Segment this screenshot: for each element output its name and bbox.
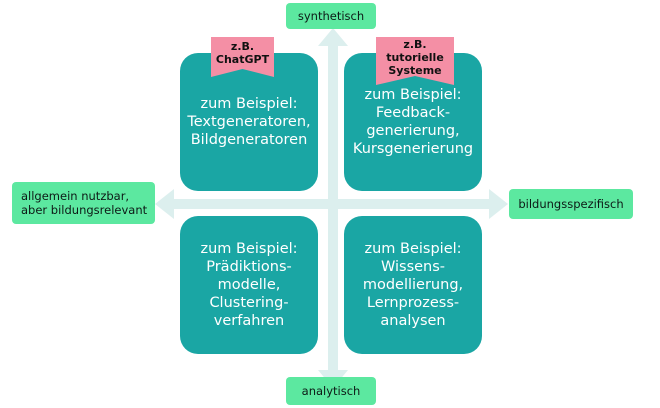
axis-label-bottom: analytisch: [286, 377, 376, 405]
tag-text-line: ChatGPT: [215, 53, 270, 66]
quadrant-text-line: zum Beispiel:: [364, 87, 462, 103]
quadrant-text-line: Feedback-: [375, 105, 451, 121]
axis-label-left: allgemein nutzbar, aber bildungsrelevant: [12, 182, 155, 224]
axis-label-bottom-text: analytisch: [301, 384, 361, 398]
quadrant-text-line: Bildgeneratoren: [190, 132, 308, 148]
ribbon-shape: [376, 37, 454, 85]
tag-text-line: z.B.: [230, 40, 255, 53]
arrow-up: [318, 28, 348, 46]
quadrant-text-line: zum Beispiel:: [200, 241, 298, 257]
ribbon-shape: [211, 37, 274, 77]
quadrant-text-line: Kursgenerierung: [352, 141, 474, 157]
horizontal-axis: [170, 199, 495, 209]
quadrant-text-line: Wissens-: [380, 259, 446, 275]
tag-text-line: Systeme: [388, 64, 442, 77]
quadrant-text-line: Lernprozess-: [366, 295, 460, 311]
quadrant-text-line: zum Beispiel:: [364, 241, 462, 257]
axis-label-right-text: bildungsspezifisch: [518, 197, 624, 211]
axis-label-left-line: allgemein nutzbar,: [21, 189, 130, 203]
quadrant-text-line: Prädiktions-: [206, 259, 292, 275]
tag-text-line: tutorielle: [386, 51, 444, 64]
axis-label-top-text: synthetisch: [297, 9, 365, 23]
quadrant-text-line: Clustering-: [209, 295, 289, 311]
quadrant-text-line: Textgeneratoren,: [187, 114, 311, 130]
axis-label-top: synthetisch: [286, 3, 376, 29]
quadrant-top-left: zum Beispiel: Textgeneratoren, Bildgener…: [180, 53, 318, 191]
tag-text-line: z.B.: [403, 38, 427, 51]
quadrant-text-line: zum Beispiel:: [200, 96, 298, 112]
arrow-right: [489, 189, 508, 219]
axis-label-right: bildungsspezifisch: [509, 189, 633, 219]
quadrant-text-line: generierung,: [366, 123, 460, 139]
quadrant-bottom-right: zum Beispiel: Wissens- modellierung, Ler…: [344, 216, 482, 354]
quadrant-text-line: analysen: [380, 313, 446, 329]
axis-label-left-line: aber bildungsrelevant: [21, 203, 148, 217]
tag-chatgpt: z.B. ChatGPT: [211, 37, 274, 77]
tag-tutorielle-systeme: z.B. tutorielle Systeme: [376, 37, 454, 85]
quadrant-text-line: modellierung,: [362, 277, 464, 293]
quadrant-text-line: verfahren: [213, 313, 285, 329]
quadrant-bottom-left: zum Beispiel: Prädiktions- modelle, Clus…: [180, 216, 318, 354]
arrow-left: [155, 189, 174, 219]
quadrant-text-line: modelle,: [217, 277, 281, 293]
